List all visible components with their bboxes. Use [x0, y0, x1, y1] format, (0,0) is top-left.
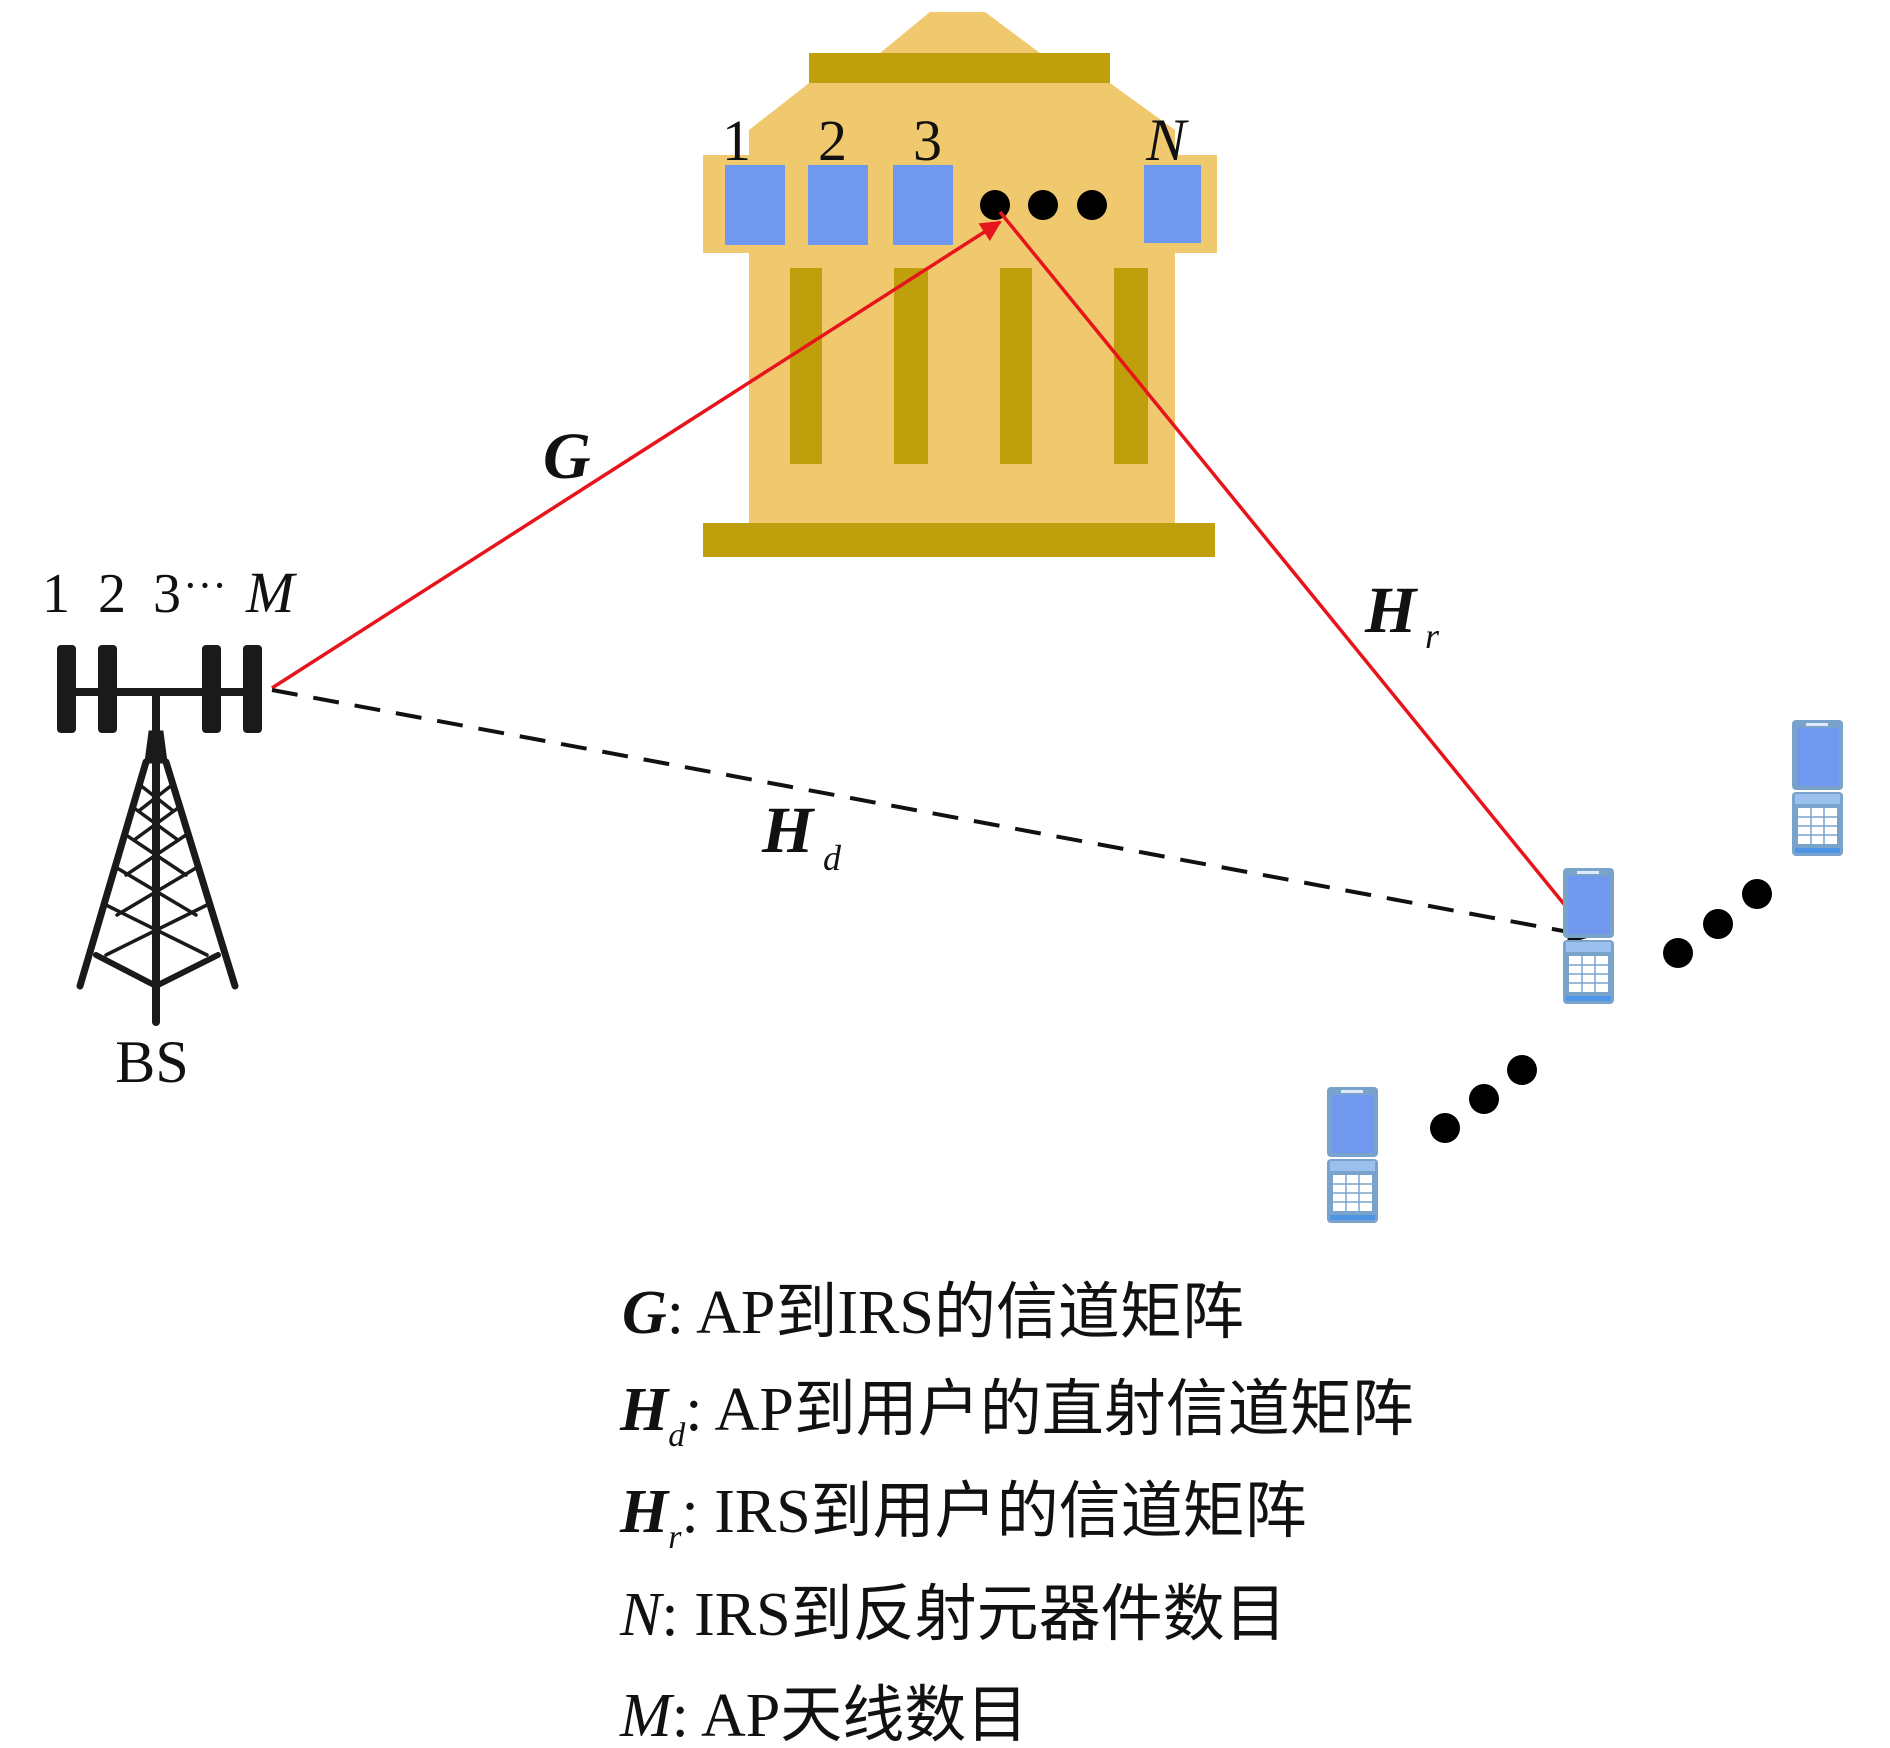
irs-ellipsis-dot: [1077, 190, 1107, 220]
user-ellipsis-dot: [1430, 1113, 1460, 1143]
user-phone-icon: [1563, 868, 1614, 1004]
svg-text:r: r: [1425, 616, 1440, 656]
user-ellipsis-dot: [1742, 879, 1772, 909]
link-hr: [998, 210, 1592, 938]
antenna-array-icon: [57, 645, 262, 733]
tower-icon: [76, 730, 239, 1026]
building-column: [894, 268, 928, 464]
building-column: [1000, 268, 1032, 464]
legend: G: AP到IRS的信道矩阵 Hd: AP到用户的直射信道矩阵 Hr: IRS到…: [619, 1279, 1414, 1748]
irs-element-3: [893, 165, 953, 245]
building-base: [703, 523, 1215, 557]
base-station: 1 2 3 ··· M: [42, 560, 297, 1095]
legend-item: Hr: IRS到用户的信道矩阵: [619, 1478, 1307, 1556]
building-gable: [749, 83, 1175, 155]
user-phone-icon: [1792, 720, 1843, 856]
irs-ellipsis-dot: [980, 190, 1010, 220]
user-ellipsis-dot: [1663, 938, 1693, 968]
irs-building: 1 2 3 N: [703, 12, 1217, 557]
irs-element-2: [808, 165, 868, 245]
antenna-label-dots: ···: [183, 561, 227, 610]
building-column: [790, 268, 822, 464]
building-roof: [880, 12, 1040, 53]
link-hd-label: H d: [761, 794, 842, 878]
bs-label: BS: [115, 1029, 188, 1095]
irs-ellipsis-dot: [1028, 190, 1058, 220]
link-g-label: G: [543, 420, 591, 493]
building-header-band: [703, 155, 1217, 253]
antenna-label-2: 2: [98, 563, 126, 625]
irs-element-n: [1144, 165, 1201, 243]
building-roof-bar: [809, 53, 1110, 83]
legend-item: M: AP天线数目: [619, 1682, 1028, 1748]
user-ellipsis-dot: [1507, 1055, 1537, 1085]
antenna-label-1: 1: [42, 563, 70, 625]
antenna-label-m: M: [245, 560, 297, 625]
irs-label-n: N: [1145, 107, 1189, 173]
link-g: [271, 220, 1002, 690]
legend-item: N: IRS到反射元器件数目: [619, 1581, 1287, 1649]
svg-text:H: H: [761, 794, 816, 867]
svg-text:H: H: [1364, 574, 1419, 647]
legend-item: G: AP到IRS的信道矩阵: [622, 1279, 1244, 1347]
irs-label-2: 2: [818, 108, 847, 173]
user-phone-icon: [1327, 1087, 1378, 1223]
irs-element-1: [725, 165, 785, 245]
link-hd: [271, 688, 1593, 944]
user-ellipsis-dot: [1469, 1084, 1499, 1114]
antenna-label-3: 3: [153, 563, 181, 625]
link-hr-label: H r: [1364, 574, 1440, 656]
user-ellipsis-dot: [1703, 909, 1733, 939]
building-column: [1114, 268, 1148, 464]
irs-label-1: 1: [722, 108, 751, 173]
svg-text:d: d: [823, 838, 842, 878]
svg-text:G: G: [543, 420, 591, 493]
irs-label-3: 3: [913, 108, 942, 173]
legend-item: Hd: AP到用户的直射信道矩阵: [619, 1376, 1414, 1454]
users: [1327, 720, 1843, 1223]
